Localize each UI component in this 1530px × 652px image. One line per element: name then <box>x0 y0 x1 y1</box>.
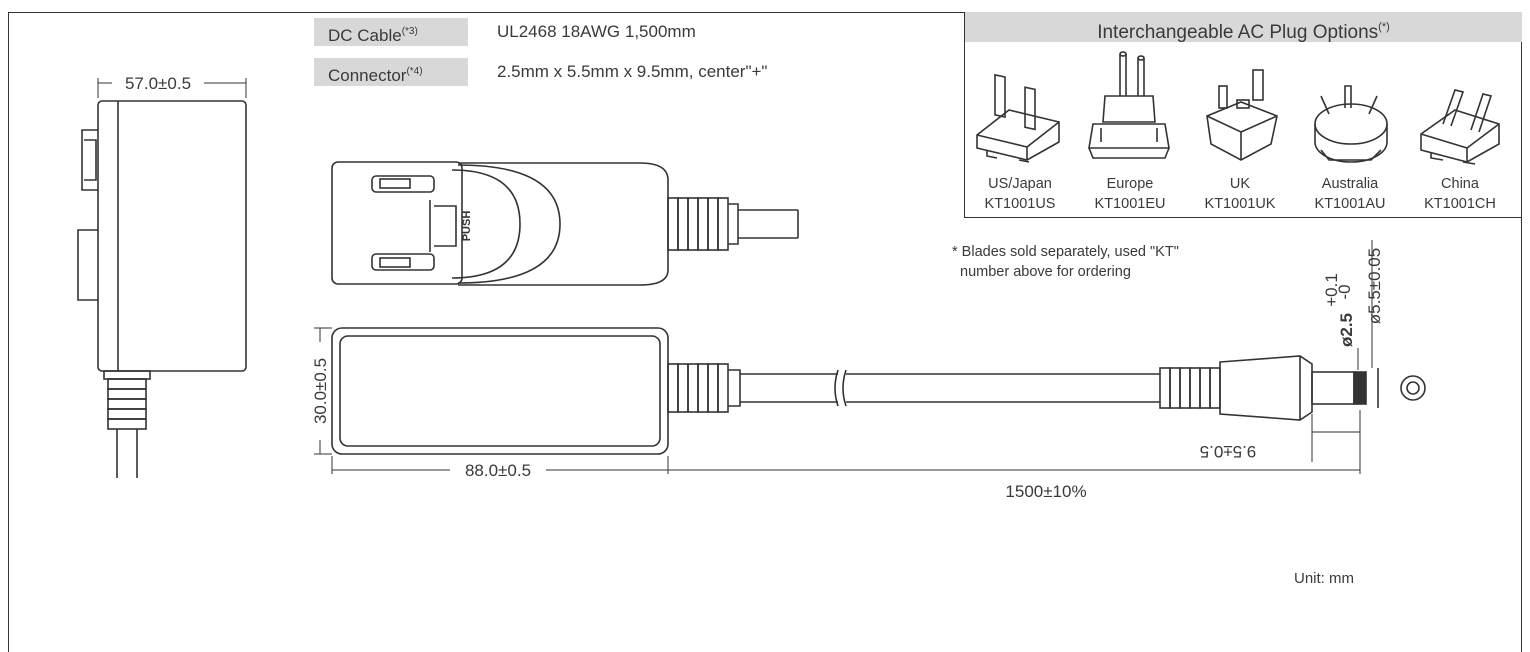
plug-code-au: KT1001AU <box>1314 196 1386 212</box>
dim-plug-length: 9.5±0.5 <box>1200 442 1257 461</box>
eu-plug-icon <box>1088 51 1170 159</box>
plug-name-uk: UK <box>1229 176 1251 192</box>
au-plug-icon <box>1314 85 1388 163</box>
spec-value-dc-cable: UL2468 18AWG 1,500mm <box>497 22 696 41</box>
side-strain-relief <box>107 378 147 430</box>
side-view <box>77 78 247 478</box>
spec-label-connector: Connector(*4) <box>314 58 468 86</box>
dim-inner-diameter: ø2.5 <box>1337 313 1356 347</box>
dim-side-width: 57.0±0.5 <box>125 74 191 93</box>
footnote-line-1: * Blades sold separately, used "KT" <box>952 244 1179 260</box>
drawing-frame <box>8 12 1522 652</box>
dim-outer-diameter: ø5.5±0.05 <box>1365 248 1384 324</box>
dim-inner-tol-minus: -0 <box>1335 284 1354 299</box>
top-view <box>331 161 799 286</box>
plug-code-cn: KT1001CH <box>1424 196 1496 212</box>
body-strain-relief <box>667 363 729 413</box>
plug-strain-relief <box>1159 367 1221 409</box>
plug-name-eu: Europe <box>1106 176 1154 192</box>
plug-code-us: KT1001US <box>984 196 1056 212</box>
long-view <box>314 240 1426 474</box>
plug-name-au: Australia <box>1321 176 1379 192</box>
cn-plug-icon <box>1420 89 1500 165</box>
us-plug-icon <box>976 73 1060 163</box>
dim-body-height: 30.0±0.5 <box>311 358 330 424</box>
spec-label-dc-cable: DC Cable(*3) <box>314 18 468 46</box>
plug-code-eu: KT1001EU <box>1094 196 1166 212</box>
unit-label: Unit: mm <box>1294 570 1354 587</box>
dim-body-length: 88.0±0.5 <box>465 461 531 480</box>
spec-value-connector: 2.5mm x 5.5mm x 9.5mm, center"+" <box>497 62 768 81</box>
top-strain-relief <box>667 197 729 251</box>
footnote-line-2: number above for ordering <box>960 264 1131 280</box>
plug-name-us: US/Japan <box>988 176 1052 192</box>
push-label: PUSH <box>461 211 473 242</box>
uk-plug-icon <box>1206 69 1278 161</box>
plug-options-title: Interchangeable AC Plug Options(*) <box>965 12 1522 43</box>
dim-inner-tol-plus: +0.1 <box>1322 273 1341 307</box>
plug-name-cn: China <box>1441 176 1479 192</box>
plug-code-uk: KT1001UK <box>1204 196 1276 212</box>
plug-options-panel: Interchangeable AC Plug Options(*) US/Ja… <box>964 12 1522 218</box>
dim-cable-length: 1500±10% <box>1005 482 1086 501</box>
